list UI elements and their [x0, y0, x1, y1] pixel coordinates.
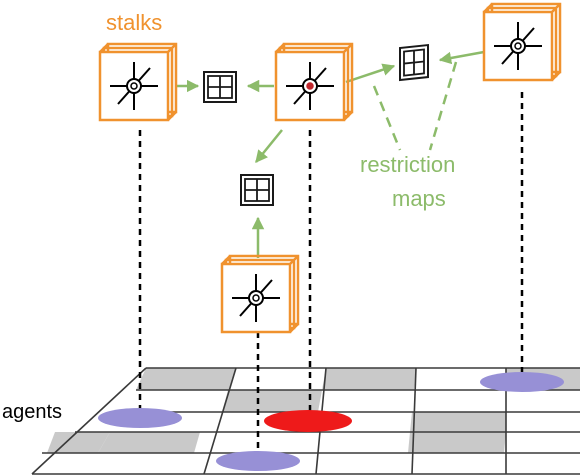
- maps-label: maps: [392, 186, 446, 211]
- agent-marker-highlight: [264, 410, 352, 432]
- projection-lines: [138, 92, 524, 460]
- matrix-icon: [240, 174, 274, 206]
- matrix-icon: [203, 71, 237, 103]
- cube-icon: [482, 2, 562, 82]
- agent-marker: [480, 372, 564, 392]
- agents-label: agents: [2, 401, 62, 423]
- cube-icon: [220, 254, 300, 334]
- matrix-icon: [399, 43, 429, 82]
- agent-grid: [31, 367, 580, 475]
- cube-icon: [274, 42, 354, 122]
- restriction-arrows: [176, 50, 485, 258]
- cube-icon: [98, 42, 178, 122]
- agent-marker: [98, 408, 182, 428]
- restriction-label-pointers: [372, 61, 458, 151]
- stalks-label: stalks: [106, 10, 162, 35]
- agent-marker: [216, 451, 300, 471]
- restriction-label: restriction: [360, 152, 455, 177]
